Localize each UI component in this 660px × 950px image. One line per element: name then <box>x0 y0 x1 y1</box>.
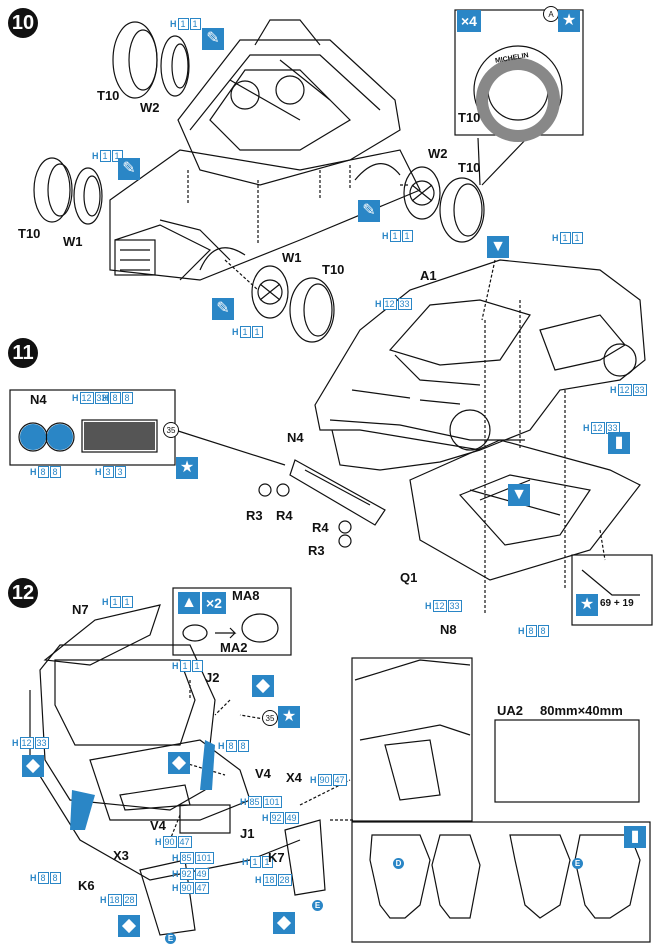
decal-marker-e: E <box>312 900 323 911</box>
part-label-k6: K6 <box>78 878 95 893</box>
part-label-j2: J2 <box>205 670 220 685</box>
part-label-v4: V4 <box>255 766 271 781</box>
decal-marker-d: D <box>393 858 404 869</box>
part-label-t10: T10 <box>18 226 41 241</box>
part-label-x3: X3 <box>113 848 129 863</box>
part-label-k7: K7 <box>268 850 285 865</box>
no-glue-icon: ✎ <box>202 28 224 50</box>
step-number-11: 11 <box>8 338 38 368</box>
decal-marker-e: E <box>572 858 583 869</box>
decal-diamond-icon <box>118 915 140 937</box>
decal-number: 35 <box>163 422 179 438</box>
part-label-t10: T10 <box>97 88 120 103</box>
decal-marker-icon: ▼ <box>508 484 530 506</box>
no-glue-icon: ✎ <box>212 298 234 320</box>
decal-icon: ▮ <box>608 432 630 454</box>
part-label-t10: T10 <box>458 160 481 175</box>
part-label-w1: W1 <box>63 234 83 249</box>
decal-diamond-icon <box>168 752 190 774</box>
quantity-badge: ×4 <box>457 10 481 32</box>
part-label-r3: R3 <box>308 543 325 558</box>
quantity-badge: ×2 <box>202 592 226 614</box>
part-label-w1: W1 <box>282 250 302 265</box>
tire-t10-top-left <box>112 21 190 99</box>
decal-icon: ▮ <box>624 826 646 848</box>
star-icon: ★ <box>576 594 598 616</box>
part-marker-a: A <box>543 6 559 22</box>
part-label-t10: T10 <box>322 262 345 277</box>
part-label-r4: R4 <box>276 508 293 523</box>
decal-marker-e: E <box>165 933 176 944</box>
part-label-t10: T10 <box>458 110 481 125</box>
part-label-n8: N8 <box>440 622 457 637</box>
part-label-n4: N4 <box>30 392 47 407</box>
part-label-q1: Q1 <box>400 570 418 585</box>
part-label-x4: X4 <box>286 770 302 785</box>
decal-number: 35 <box>262 710 278 726</box>
part-label-r4: R4 <box>312 520 329 535</box>
part-label-j1: J1 <box>240 826 255 841</box>
part-label-ua2: UA2 <box>497 703 524 718</box>
part-label-a1: A1 <box>420 268 437 283</box>
part-label-ma2: MA2 <box>220 640 248 655</box>
step-number-12: 12 <box>8 578 38 608</box>
part-label-w2: W2 <box>140 100 160 115</box>
part-label-v4: V4 <box>150 818 166 833</box>
part-label-ma8: MA8 <box>232 588 260 603</box>
part-label-n7: N7 <box>72 602 89 617</box>
decal-diamond-icon <box>273 912 295 934</box>
step-number-10: 10 <box>8 8 38 38</box>
ua2-size: 80mm×40mm <box>540 703 623 718</box>
part-label-n4: N4 <box>287 430 304 445</box>
star-icon: ★ <box>278 706 300 728</box>
star-icon: ★ <box>558 10 580 32</box>
no-glue-icon: ✎ <box>118 158 140 180</box>
no-glue-icon: ✎ <box>358 200 380 222</box>
decal-number-pair: 69 + 19 <box>600 598 634 609</box>
decal-marker-icon: ▼ <box>487 236 509 258</box>
mountain-icon: ▲ <box>178 592 200 614</box>
star-icon: ★ <box>176 457 198 479</box>
decal-diamond-icon <box>22 755 44 777</box>
part-label-w2: W2 <box>428 146 448 161</box>
part-label-r3: R3 <box>246 508 263 523</box>
decal-diamond-icon <box>252 675 274 697</box>
